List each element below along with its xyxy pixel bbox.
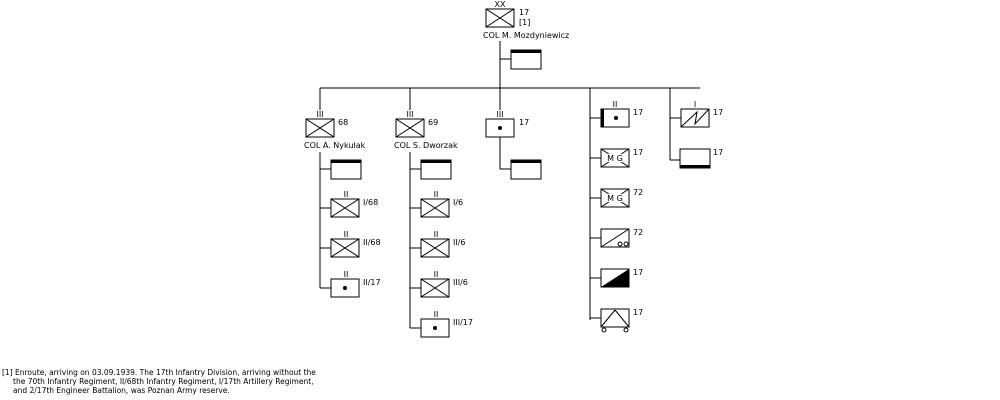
svg-text:17: 17 [633,268,643,277]
svg-text:17: 17 [713,148,723,157]
regiment-number: 68 [338,118,348,127]
echelon-marker: III [316,110,323,119]
footnote-line: [1] Enroute, arriving on 03.09.1939. The… [2,368,316,377]
svg-text:M G: M G [607,154,623,163]
artillery-battalion-III-17: II III/17 [410,310,473,338]
echelon-marker: III [496,110,503,119]
svg-text:II/6: II/6 [453,238,466,247]
division-hq: XX 17 [1] COL M. Mozdyniewicz [483,0,569,40]
svg-text:II: II [434,190,439,199]
footnote: [1] Enroute, arriving on 03.09.1939. The… [2,368,332,395]
regiment-number: 69 [428,118,438,127]
regiment-number: 17 [519,118,529,127]
regiment-69: III 69 COL S. Dworzak [394,110,458,150]
regiment-68: III 68 COL A. Nykulak [304,110,366,150]
regiment-commander: COL S. Dworzak [394,141,458,150]
signal-company-17: I 17 [670,100,723,128]
artillery-regiment-hq-company [510,159,542,180]
division-commander: COL M. Mozdyniewicz [483,31,569,40]
svg-text:17: 17 [633,108,643,117]
division-number: 17 [519,8,529,17]
battalion-II-6: II II/6 [410,230,466,258]
regiment-69-hq-company [420,159,452,180]
footnote-line: and 2/17th Engineer Battalion, was Pozna… [13,386,230,395]
svg-text:II: II [613,100,618,109]
armored-unit-17: 17 [590,268,643,288]
svg-text:II: II [344,190,349,199]
regiment-commander: COL A. Nykulak [304,141,366,150]
svg-text:III/17: III/17 [453,318,473,327]
echelon-marker: XX [495,0,506,9]
anti-aircraft-unit-17: 17 [590,308,643,333]
svg-text:III/6: III/6 [453,278,468,287]
svg-text:II: II [344,230,349,239]
note-ref: [1] [519,18,530,27]
svg-text:II/68: II/68 [363,238,381,247]
artillery-battalion-II-17: II II/17 [320,270,381,298]
battalion-I-68: II I/68 [320,190,378,218]
regiment-68-hq-company [330,159,362,180]
svg-text:II: II [434,230,439,239]
divisional-artillery-battalion: II 17 [590,100,643,128]
echelon-marker: III [406,110,413,119]
svg-text:I/68: I/68 [363,198,378,207]
battalion-II-68: II II/68 [320,230,381,258]
svg-text:17: 17 [633,308,643,317]
svg-text:II/17: II/17 [363,278,381,287]
machine-gun-company-72: M G 72 [590,188,643,208]
svg-text:I/6: I/6 [453,198,463,207]
svg-text:17: 17 [633,148,643,157]
footnote-line: the 70th Infantry Regiment, II/68th Infa… [13,377,314,386]
svg-text:II: II [434,270,439,279]
svg-text:II: II [434,310,439,319]
motorized-cavalry-squadron-72: 72 [590,228,643,248]
machine-gun-company-17: M G 17 [590,148,643,168]
svg-text:72: 72 [633,228,643,237]
division-hq-company [510,49,542,70]
svg-text:72: 72 [633,188,643,197]
battalion-I-6: II I/6 [410,190,463,218]
artillery-regiment-17: III 17 [485,110,529,138]
svg-text:17: 17 [713,108,723,117]
svg-text:II: II [344,270,349,279]
supply-unit-17: 17 [670,148,723,169]
svg-text:I: I [694,100,696,109]
battalion-III-6: II III/6 [410,270,468,298]
svg-text:M G: M G [607,194,623,203]
